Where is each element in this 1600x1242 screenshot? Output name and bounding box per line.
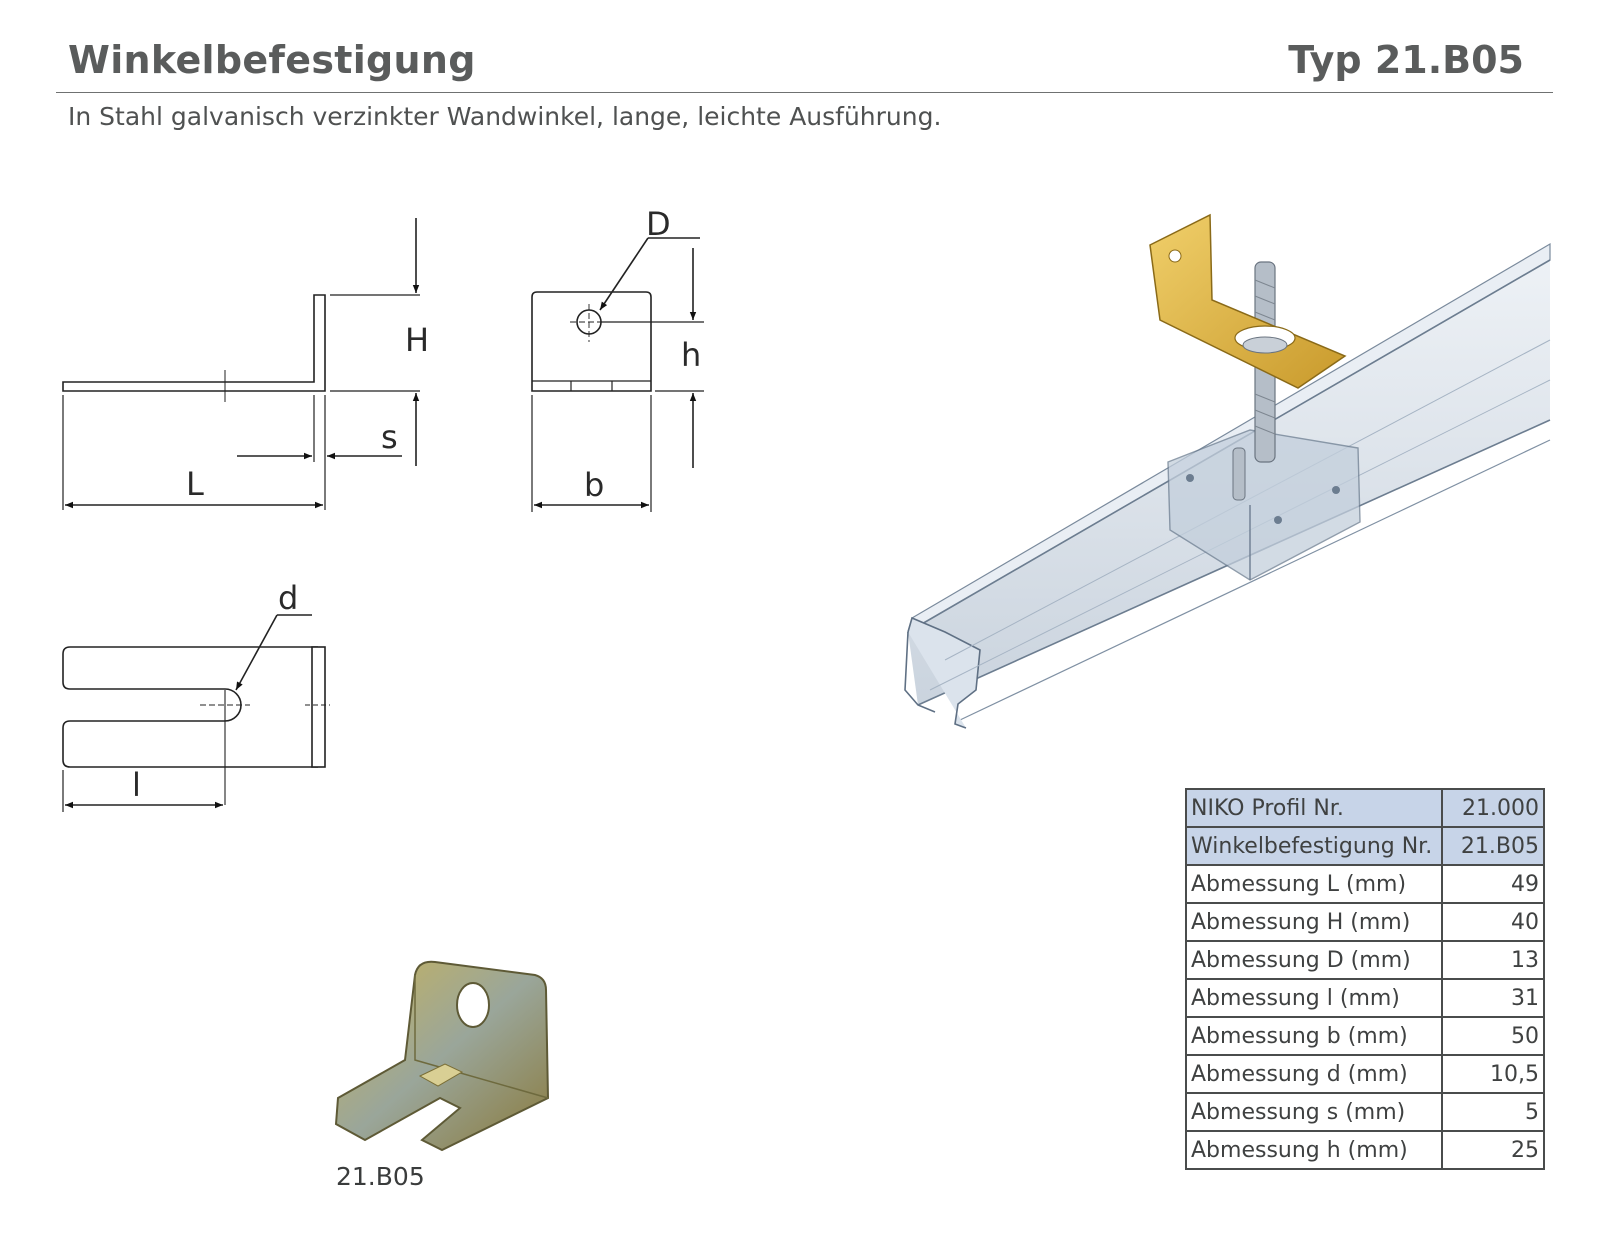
dim-label-h: h (681, 336, 701, 374)
spec-label: Abmessung H (mm) (1185, 902, 1443, 942)
spec-label: Abmessung L (mm) (1185, 864, 1443, 904)
spec-value: 21.000 (1441, 788, 1545, 828)
spec-row: Abmessung L (mm)49 (1185, 864, 1545, 904)
spec-label: Abmessung h (mm) (1185, 1130, 1443, 1170)
dim-label-s: s (381, 418, 398, 456)
spec-value: 49 (1441, 864, 1545, 904)
spec-label: Abmessung s (mm) (1185, 1092, 1443, 1132)
dim-label-b: b (584, 466, 604, 504)
spec-value: 21.B05 (1441, 826, 1545, 866)
dim-label-H: H (405, 321, 429, 359)
spec-label: NIKO Profil Nr. (1185, 788, 1443, 828)
side-view-drawing (62, 218, 420, 510)
bracket-photo (334, 960, 550, 1152)
spec-label: Winkelbefestigung Nr. (1185, 826, 1443, 866)
photo-caption: 21.B05 (336, 1162, 425, 1191)
spec-row: Abmessung D (mm)13 (1185, 940, 1545, 980)
type-number: Typ 21.B05 (1288, 38, 1524, 82)
page-title: Winkelbefestigung (68, 38, 476, 82)
spec-row: Abmessung h (mm)25 (1185, 1130, 1545, 1170)
spec-row: Abmessung l (mm)31 (1185, 978, 1545, 1018)
spec-label: Abmessung b (mm) (1185, 1016, 1443, 1056)
page-subtitle: In Stahl galvanisch verzinkter Wandwinke… (68, 102, 942, 131)
dim-label-l: l (132, 766, 141, 804)
dim-label-L: L (186, 465, 204, 503)
spec-label: Abmessung l (mm) (1185, 978, 1443, 1018)
spec-value: 5 (1441, 1092, 1545, 1132)
spec-value: 25 (1441, 1130, 1545, 1170)
front-view-drawing (531, 237, 704, 512)
spec-label: Abmessung D (mm) (1185, 940, 1443, 980)
header-divider (56, 92, 1553, 93)
spec-value: 13 (1441, 940, 1545, 980)
spec-value: 31 (1441, 978, 1545, 1018)
spec-row: Abmessung d (mm)10,5 (1185, 1054, 1545, 1094)
dim-label-D: D (646, 205, 671, 243)
spec-row: Abmessung s (mm)5 (1185, 1092, 1545, 1132)
spec-label: Abmessung d (mm) (1185, 1054, 1443, 1094)
spec-row: Winkelbefestigung Nr.21.B05 (1185, 826, 1545, 866)
spec-row: Abmessung b (mm)50 (1185, 1016, 1545, 1056)
rail-assembly-illustration (904, 213, 1551, 729)
top-view-drawing (62, 614, 330, 812)
spec-row: Abmessung H (mm)40 (1185, 902, 1545, 942)
spec-value: 40 (1441, 902, 1545, 942)
spec-value: 50 (1441, 1016, 1545, 1056)
spec-row: NIKO Profil Nr.21.000 (1185, 788, 1545, 828)
dim-label-d: d (278, 579, 298, 617)
spec-value: 10,5 (1441, 1054, 1545, 1094)
